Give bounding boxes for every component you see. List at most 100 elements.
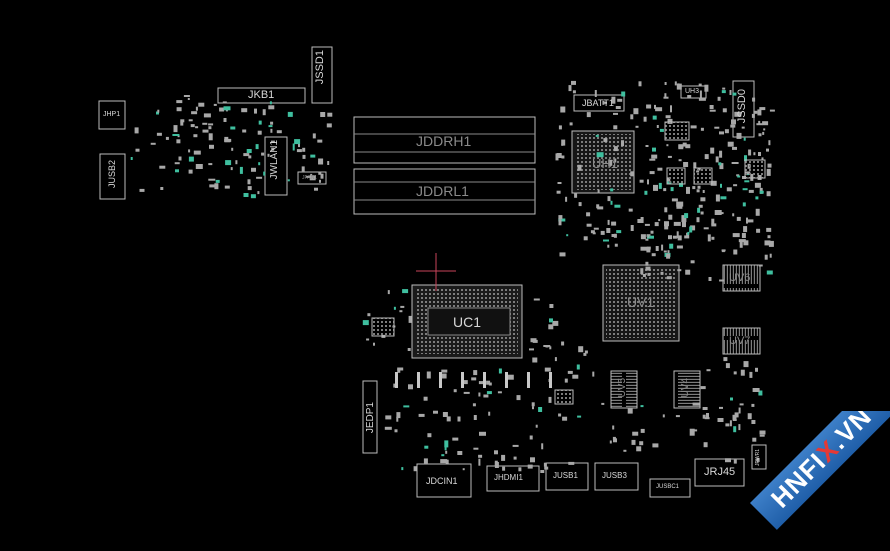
pad [617, 98, 623, 102]
label-jusb1[interactable]: JUSB1 [553, 471, 578, 480]
pad [287, 111, 293, 117]
pad [209, 144, 214, 149]
pad [660, 271, 664, 275]
pad [479, 431, 486, 436]
pad [578, 202, 582, 207]
pad [615, 106, 621, 109]
pad [263, 171, 266, 176]
pad [231, 147, 234, 151]
label-uh1[interactable]: UH1 [592, 156, 619, 171]
pad [697, 185, 701, 189]
pad [215, 179, 220, 183]
pad [544, 466, 549, 470]
pad [569, 122, 573, 126]
pad [408, 315, 412, 323]
label-jedp1[interactable]: JEDP1 [365, 402, 376, 434]
label-jfan1[interactable]: JFAN1 [302, 175, 318, 181]
pad [758, 152, 761, 156]
pad [594, 90, 597, 97]
pad [494, 462, 499, 468]
label-jrj45[interactable]: JRJ45 [704, 466, 736, 478]
label-uv4[interactable]: UV4 [680, 378, 691, 398]
label-uv1[interactable]: UV1 [627, 294, 655, 310]
label-uh3[interactable]: UH3 [685, 88, 700, 95]
pad [676, 205, 683, 209]
label-uv6[interactable]: UV6 [729, 272, 751, 284]
pad [742, 176, 746, 179]
pad [627, 408, 633, 414]
pad [647, 272, 651, 276]
label-jbatt1[interactable]: JBATT1 [582, 98, 614, 108]
pad [269, 101, 272, 105]
pad [655, 107, 663, 112]
label-uc1[interactable]: UC1 [453, 314, 482, 330]
pad [742, 202, 746, 207]
pad [649, 158, 656, 161]
pad [666, 144, 669, 147]
pad [755, 208, 760, 216]
pad [711, 223, 717, 227]
pad [664, 221, 669, 227]
pad [423, 458, 428, 464]
pad [737, 175, 741, 178]
label-jssd1[interactable]: JSSD1 [314, 50, 326, 85]
pad [527, 464, 533, 469]
uh3-outline [680, 85, 707, 99]
pad [715, 156, 719, 163]
pad [177, 135, 180, 138]
inductor-pad [483, 372, 486, 388]
pad [758, 120, 761, 125]
pad [664, 82, 667, 85]
jusb1-outline [545, 462, 589, 491]
pad [639, 441, 644, 446]
pad [738, 424, 741, 431]
jddrh1-slot [353, 116, 536, 164]
label-jwlan1[interactable]: JWLAN1 [269, 140, 280, 180]
pad [444, 440, 449, 448]
pad [592, 371, 595, 377]
uv4-chip [673, 370, 701, 409]
pad [667, 155, 672, 158]
label-jddrl1[interactable]: JDDRL1 [416, 183, 469, 199]
pad [209, 184, 216, 188]
pad [202, 122, 208, 125]
pad [399, 310, 403, 313]
pad [661, 244, 664, 251]
uv5-chip [610, 370, 638, 409]
pad [675, 415, 680, 418]
pad [721, 250, 725, 253]
pad [678, 145, 684, 148]
pad [719, 279, 725, 282]
label-uv5[interactable]: UV5 [617, 378, 628, 398]
pad [729, 420, 732, 427]
label-jdcin1[interactable]: JDCIN1 [426, 476, 458, 486]
pad [743, 240, 749, 246]
pad [752, 437, 757, 442]
pad [193, 134, 198, 138]
label-jssd0[interactable]: JSSD0 [736, 89, 748, 124]
label-jkb1[interactable]: JKB1 [248, 89, 275, 101]
label-jhdmi1[interactable]: JHDMI1 [494, 473, 523, 482]
pad [512, 444, 519, 447]
pad [256, 176, 263, 179]
pad [453, 389, 457, 393]
pad [652, 443, 659, 448]
pad [135, 148, 140, 152]
label-jusb3[interactable]: JUSB3 [602, 471, 627, 480]
small-ic [744, 159, 766, 179]
pad [549, 318, 553, 323]
pad [235, 160, 238, 165]
pad [191, 111, 198, 115]
pad [699, 90, 702, 98]
label-jusb2[interactable]: JUSB2 [107, 160, 117, 189]
pad [473, 415, 477, 420]
pad [689, 428, 695, 436]
pad [748, 149, 752, 156]
label-jhp1[interactable]: JHP1 [103, 111, 121, 118]
label-jddrh1[interactable]: JDDRH1 [416, 133, 472, 149]
label-jusbc1[interactable]: JUSBC1 [656, 484, 680, 490]
pad [640, 268, 644, 275]
jbatt1-outline [573, 94, 625, 112]
jusb2-outline [99, 153, 126, 200]
label-uv7[interactable]: UV7 [729, 335, 751, 347]
